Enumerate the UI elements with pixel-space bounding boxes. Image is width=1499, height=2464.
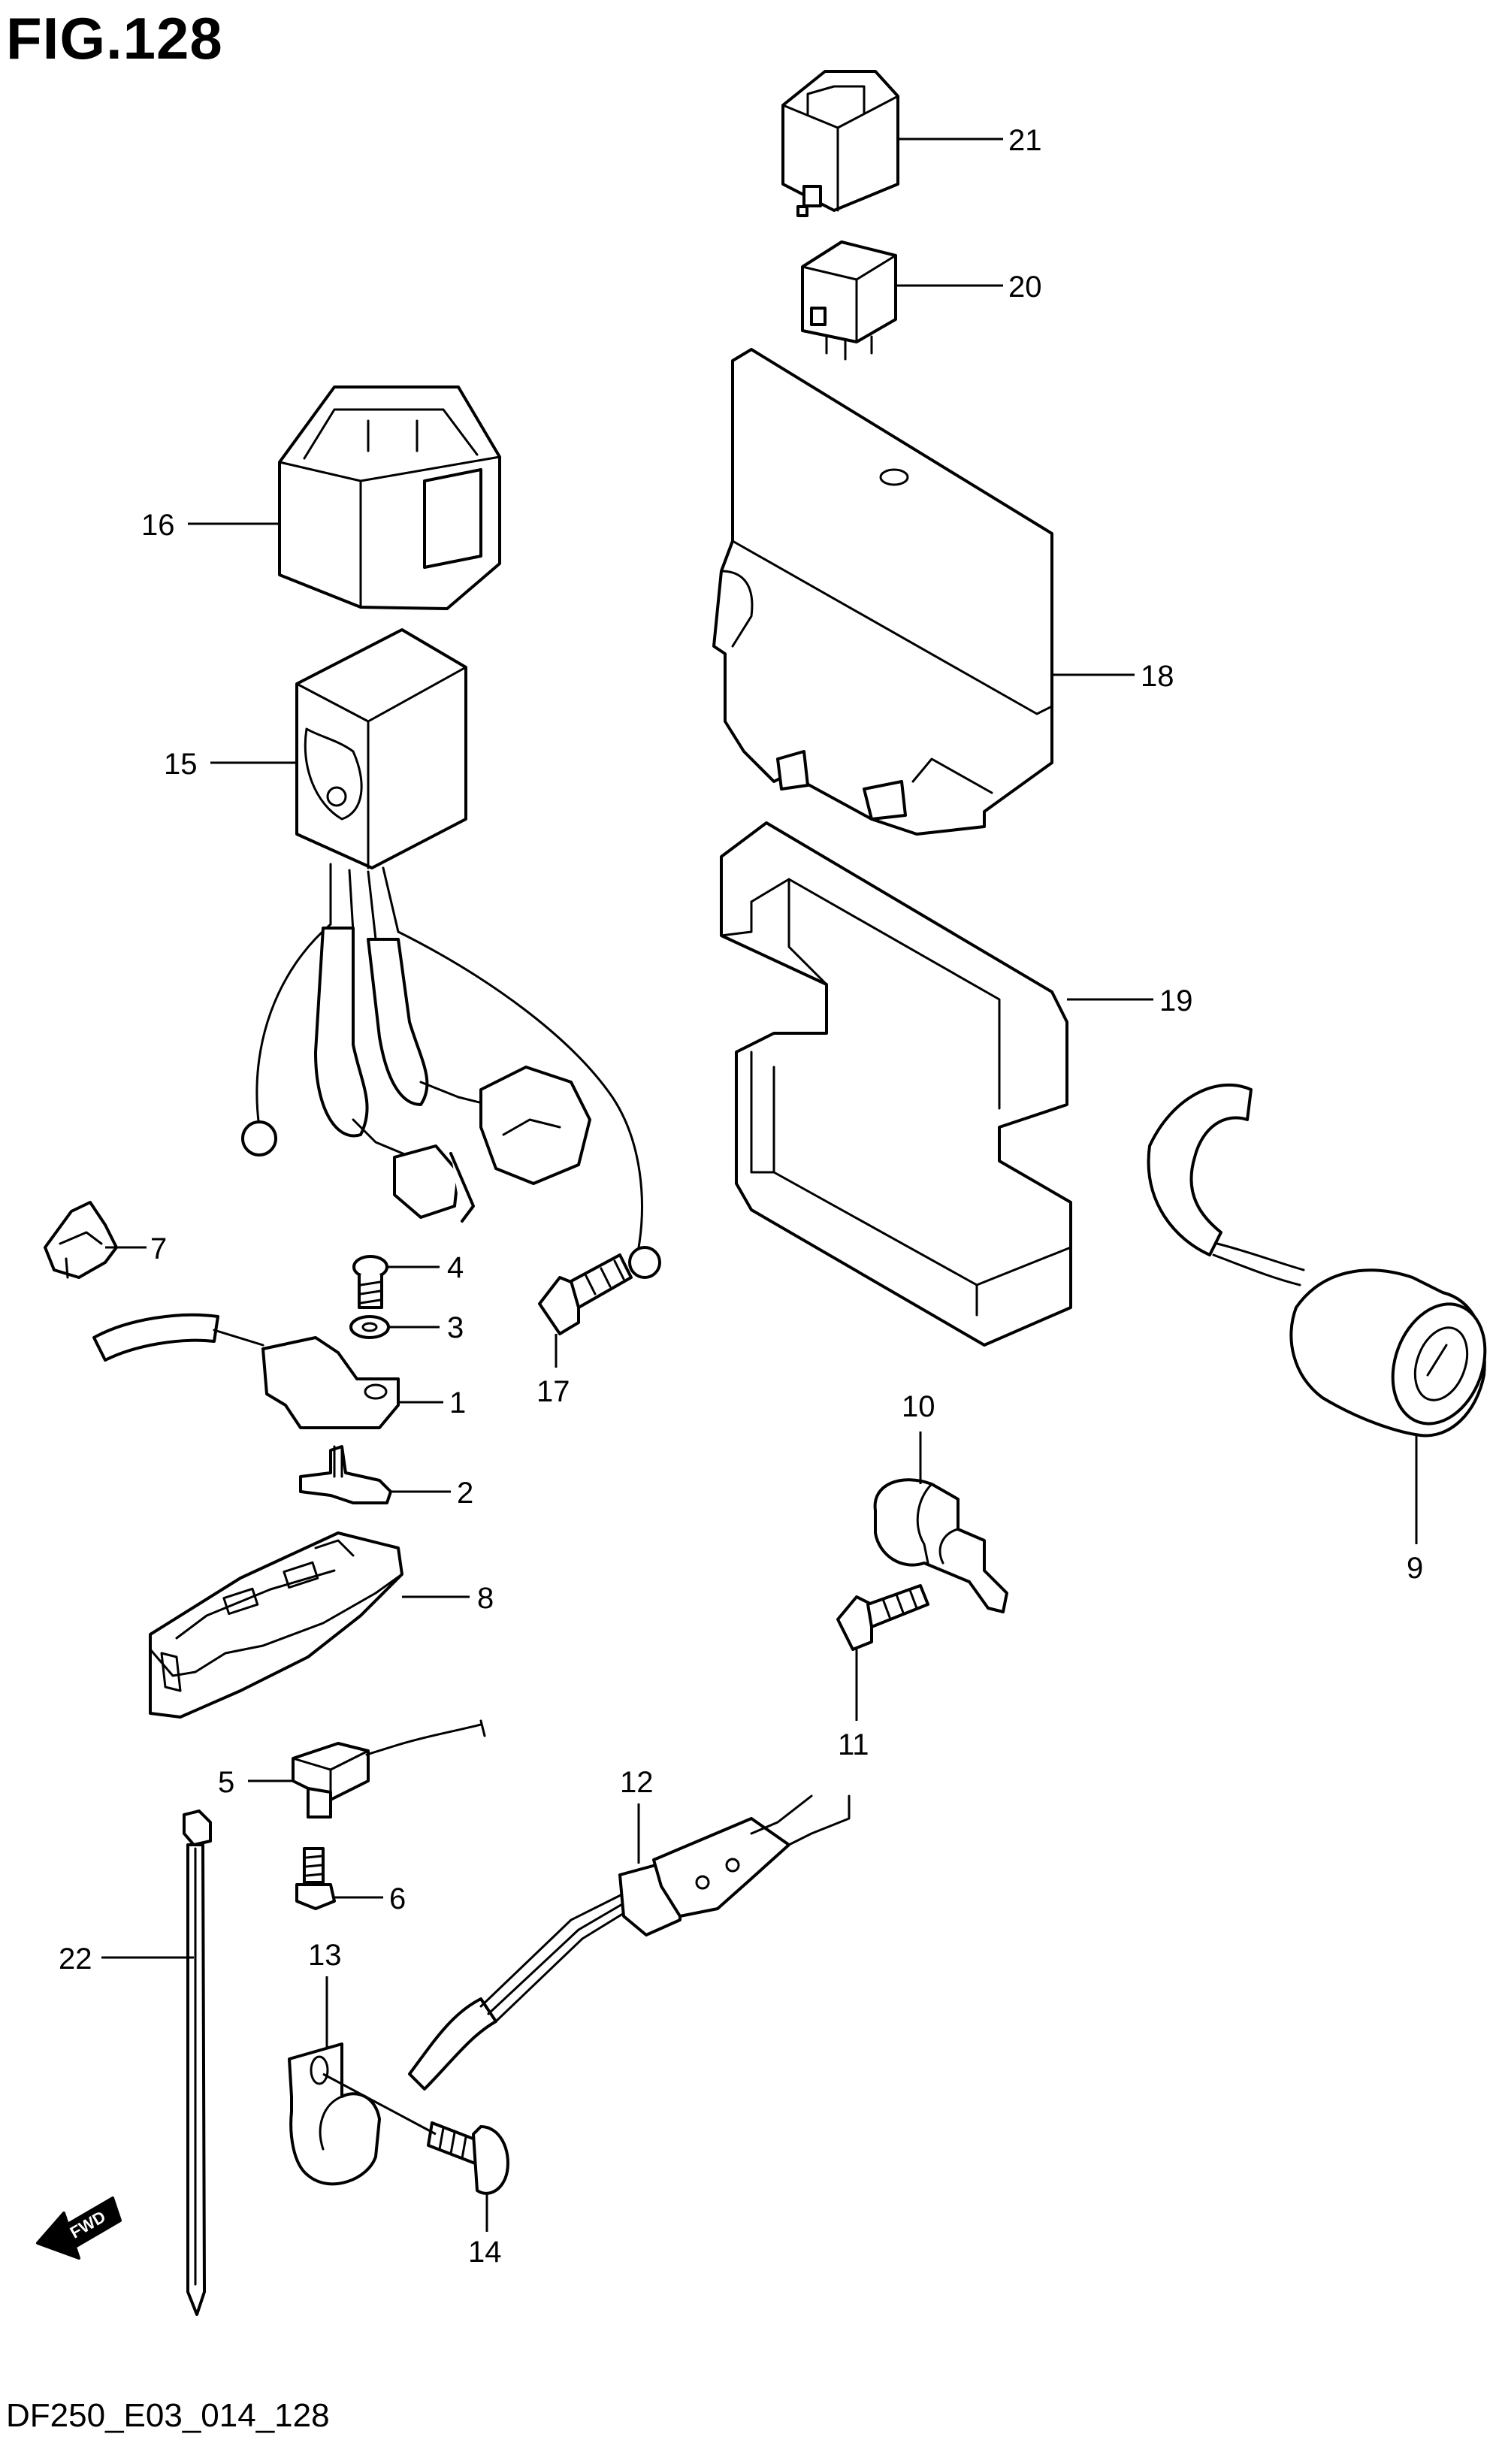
forward-direction-arrow: FWD: [36, 2196, 122, 2260]
part-11-bolt: [836, 1584, 929, 1651]
callout-13: 13: [308, 1939, 342, 1972]
part-14-screw: [427, 2121, 509, 2195]
part-8-cover: [149, 1531, 403, 1719]
part-19-ecm-frame: [720, 821, 1072, 1347]
part-16-cover: [278, 385, 501, 610]
callout-6: 6: [389, 1882, 406, 1915]
part-15-regulator-harness: [241, 628, 661, 1279]
callout-5: 5: [218, 1766, 234, 1799]
part-2-bracket: [299, 1445, 392, 1504]
callout-17: 17: [536, 1375, 570, 1408]
callout-numbers: 21 20 16 15 18 19 7 4 3 1 2 17 8 5 6 10 …: [59, 124, 1423, 2269]
callout-22: 22: [59, 1942, 92, 1976]
callout-21: 21: [1008, 124, 1042, 157]
part-20-relay: [801, 240, 897, 361]
part-22-cable-tie: [183, 1809, 212, 2316]
part-1-sensor: [92, 1313, 400, 1429]
part-18-engine-control-module: [712, 348, 1053, 836]
callout-18: 18: [1141, 660, 1174, 693]
callout-2: 2: [457, 1477, 473, 1510]
part-4-screw: [352, 1255, 388, 1309]
part-9-switch: [1147, 1083, 1487, 1438]
part-7-clip: [44, 1201, 118, 1279]
callout-11: 11: [838, 1728, 869, 1761]
callout-16: 16: [141, 509, 175, 542]
part-6-bolt: [295, 1847, 336, 1910]
callout-8: 8: [477, 1582, 494, 1615]
callout-20: 20: [1008, 271, 1042, 304]
callout-15: 15: [164, 748, 198, 781]
callout-14: 14: [468, 2236, 502, 2269]
part-17-bolt: [538, 1253, 633, 1335]
figure-title: FIG.128: [6, 5, 223, 71]
part-3-washer: [349, 1315, 390, 1339]
part-5-switch: [292, 1719, 486, 1819]
callout-7: 7: [150, 1232, 167, 1265]
leader-lines: [101, 138, 1418, 2232]
part-12-switch: [408, 1794, 851, 2091]
callout-12: 12: [620, 1766, 654, 1799]
callout-9: 9: [1407, 1552, 1423, 1585]
callout-1: 1: [449, 1386, 466, 1419]
part-10-clamp: [873, 1478, 1008, 1613]
figure-code: DF250_E03_014_128: [6, 2397, 330, 2434]
part-21-relay: [781, 70, 899, 217]
part-13-clamp: [288, 2042, 381, 2186]
callout-3: 3: [447, 1311, 464, 1344]
callout-19: 19: [1159, 984, 1193, 1017]
callout-10: 10: [902, 1390, 935, 1423]
callout-4: 4: [447, 1251, 464, 1284]
